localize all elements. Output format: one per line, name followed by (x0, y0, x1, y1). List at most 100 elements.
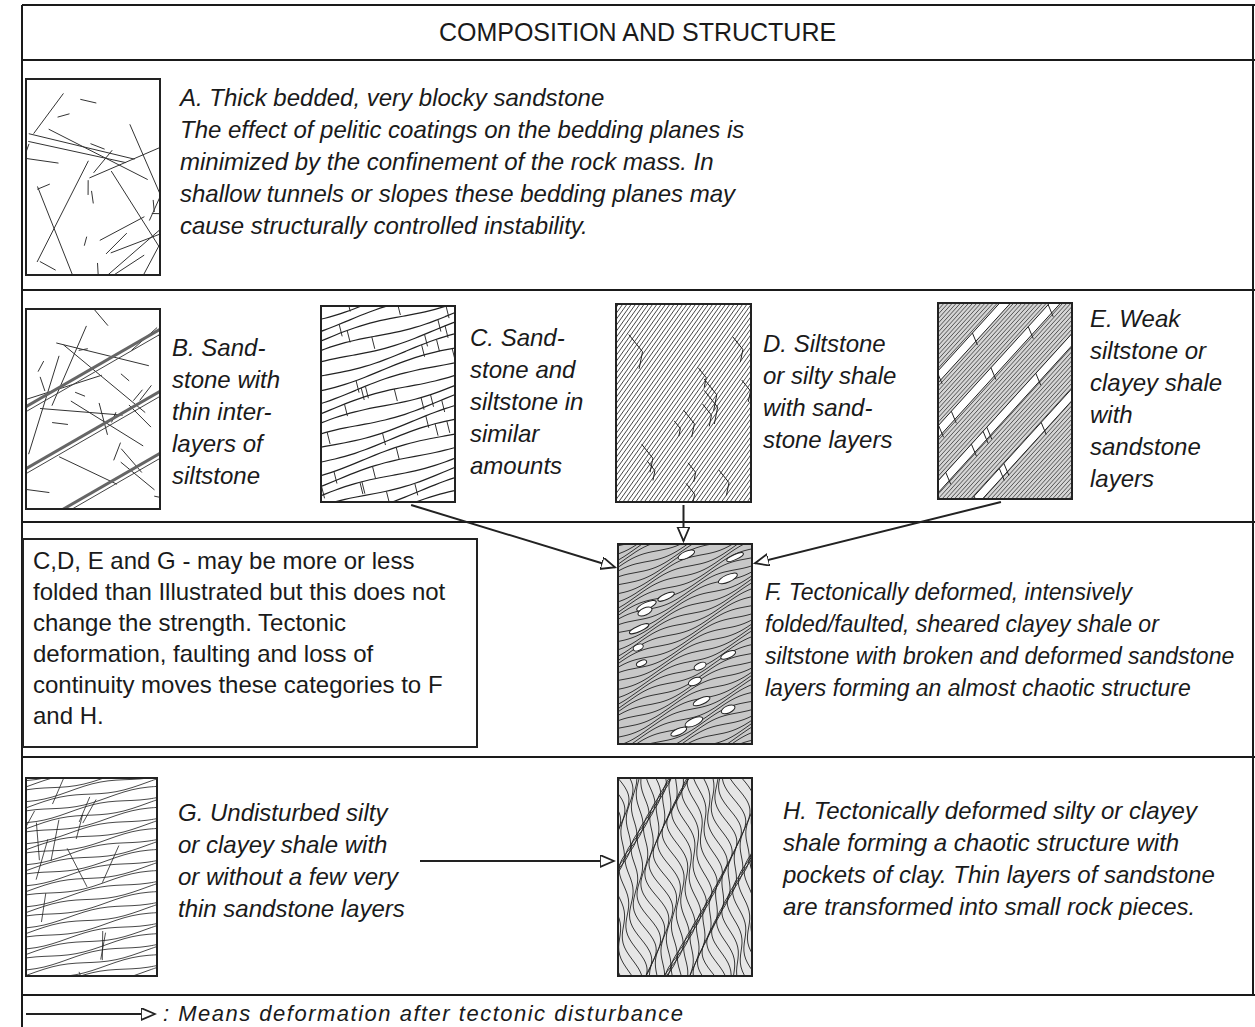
rock-texture (25, 93, 161, 276)
deformation-arrow (420, 860, 614, 862)
item-description: C. Sand- stone and siltstone in similar … (470, 322, 610, 482)
deformation-arrow (683, 505, 685, 541)
texture-line (25, 892, 156, 917)
texture-line (82, 308, 108, 326)
texture-line (38, 361, 44, 372)
texture-line (617, 605, 753, 668)
texture-line (615, 417, 752, 503)
texture-line (615, 303, 752, 321)
texture-line (619, 777, 647, 977)
texture-line (100, 217, 145, 241)
texture-line (704, 379, 717, 411)
texture-line (712, 777, 742, 977)
sandstone-lens (687, 675, 703, 687)
texture-line (733, 337, 743, 362)
rock-type-item: G. Undisturbed silty or clayey shale wit… (25, 777, 414, 977)
item-description: D. Siltstone or silty shale with sand- s… (763, 328, 911, 456)
texture-line (52, 423, 68, 425)
texture-line (25, 819, 156, 844)
sandstone-lens (726, 551, 745, 563)
texture-line (25, 871, 156, 896)
sandstone-layer (937, 387, 1073, 500)
texture-line (615, 429, 752, 503)
texture-line (37, 186, 73, 276)
texture-line (327, 432, 330, 444)
frame-lines (22, 5, 1255, 1027)
rock-type-item: F. Tectonically deformed, intensively fo… (617, 543, 1240, 745)
texture-line (447, 421, 450, 433)
texture-line (320, 348, 455, 392)
texture-line (356, 381, 359, 393)
texture-line (436, 339, 439, 351)
texture-line (615, 381, 752, 503)
texture-line (101, 933, 106, 960)
texture-line (1041, 422, 1046, 434)
texture-line (686, 483, 695, 503)
texture-line (394, 389, 397, 401)
texture-line (40, 377, 45, 391)
texture-line (25, 390, 161, 480)
texture-line (937, 314, 1073, 464)
texture-line (972, 333, 977, 345)
rock-texture (937, 302, 1073, 500)
rock-type-item: C. Sand- stone and siltstone in similar … (320, 305, 610, 503)
texture-line (722, 777, 750, 977)
text-area: B. Sand- stone with thin inter- layers o… (172, 332, 312, 492)
texture-line (320, 334, 455, 377)
texture-line (41, 893, 45, 922)
texture-line (103, 255, 144, 276)
texture-line (615, 351, 752, 503)
texture-line (37, 184, 50, 189)
texture-line (987, 427, 992, 439)
rock-type-item: E. Weak siltstone or clayey shale with s… (937, 302, 1238, 500)
texture-line (25, 154, 58, 163)
texture-line (36, 823, 39, 861)
rock-texture (25, 308, 161, 510)
texture-line (937, 377, 1073, 500)
row-divider (22, 521, 1255, 523)
texture-line (80, 99, 96, 103)
texture-line (108, 211, 161, 275)
texture-line (615, 303, 752, 477)
texture-line (937, 305, 1073, 455)
deformation-arrow (411, 505, 615, 567)
texture-line (121, 374, 129, 381)
texture-line (339, 324, 342, 336)
texture-line (738, 777, 753, 977)
texture-line (25, 447, 161, 510)
texture-line (951, 411, 956, 423)
texture-line (617, 677, 753, 745)
rock-type-item: H. Tectonically deformed silty or clayey… (617, 777, 1238, 977)
texture-line (617, 543, 753, 586)
row-divider (22, 59, 1255, 61)
texture-line (372, 466, 375, 478)
deformation-arrow (755, 502, 1001, 563)
texture-line (438, 320, 441, 332)
sandstone-lens (693, 661, 707, 672)
texture-line (687, 777, 717, 977)
texture-line (658, 777, 684, 977)
texture-line (25, 850, 156, 875)
texture-line (617, 580, 753, 651)
sample-frame (25, 78, 161, 276)
texture-line (674, 421, 680, 436)
item-description: A. Thick bedded, very blocky sandstone (180, 82, 760, 114)
texture-line (937, 472, 1073, 500)
rock-texture (615, 303, 752, 503)
texture-line (320, 305, 455, 321)
item-description: H. Tectonically deformed silty or clayey… (783, 795, 1238, 923)
texture-line (615, 357, 752, 503)
texture-line (991, 368, 996, 380)
texture-line (617, 777, 636, 977)
text-area: D. Siltstone or silty shale with sand- s… (763, 328, 911, 456)
texture-line (615, 303, 752, 369)
texture-line (688, 463, 696, 482)
texture-line (937, 386, 1073, 500)
texture-line (937, 302, 1073, 451)
texture-line (25, 786, 156, 812)
texture-line (320, 478, 455, 503)
sandstone-lens (720, 649, 737, 661)
texture-line (25, 452, 161, 510)
texture-line (92, 191, 94, 204)
rock-texture (617, 543, 753, 745)
